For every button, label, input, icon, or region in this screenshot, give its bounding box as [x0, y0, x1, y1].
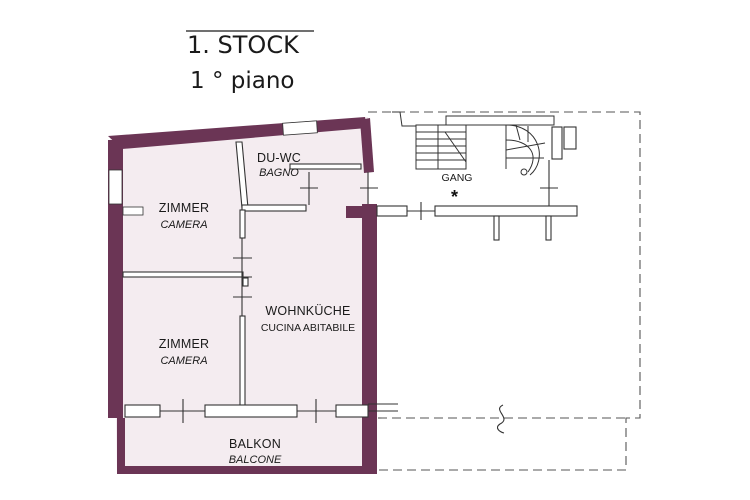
bathroom-label: DU-WC [256, 151, 302, 165]
balcony-label: BALKON [229, 437, 281, 451]
bedroom-divider-wall [122, 271, 244, 278]
page-subtitle: 1 ° piano [190, 68, 295, 94]
east-wall-top [360, 118, 374, 173]
hallway-marker: * [451, 187, 459, 207]
east-wall [362, 204, 377, 474]
bedroom-top-label-it: CAMERA [160, 219, 208, 231]
west-window [108, 169, 123, 205]
south-window-sill-2 [204, 404, 298, 418]
hallway-pier-2 [545, 215, 552, 241]
door-markers [160, 160, 558, 423]
north-window [282, 120, 318, 136]
stair-landing-wall [551, 126, 563, 160]
hallway-south-wall-2 [434, 205, 578, 217]
page-title: 1. STOCK [187, 31, 299, 59]
west-window-sill [122, 206, 144, 216]
bathroom-label-it: BAGNO [259, 167, 299, 179]
balcony-south-parapet [117, 466, 376, 474]
staircase [392, 111, 555, 176]
windows [108, 120, 318, 216]
balcony-label-it: BALCONE [228, 454, 282, 466]
hallway-pier-1 [493, 215, 500, 241]
west-wall [108, 140, 123, 418]
south-window-sill-1 [124, 404, 161, 418]
adjacent-area-outline [368, 111, 641, 471]
balcony-door-swing [496, 404, 505, 434]
hallway-wall-stub [346, 206, 366, 218]
bedroom-top-label: ZIMMER [158, 201, 210, 215]
bedroom-bottom-label: ZIMMER [158, 337, 210, 351]
bedroom-divider-upper [239, 209, 246, 239]
bedroom-divider-stub [242, 277, 249, 287]
kitchen-label: WOHNKÜCHE [265, 304, 351, 318]
hallway-label: GANG [441, 172, 473, 184]
stair-landing-wall-2 [563, 126, 577, 150]
south-window-sill-3 [335, 404, 369, 418]
bedroom-kitchen-wall [239, 315, 246, 409]
bedroom-bottom-label-it: CAMERA [160, 355, 208, 367]
balcony-west-parapet [117, 418, 125, 474]
bathroom-north-wall [289, 163, 362, 170]
bathroom-south-wall [241, 204, 307, 212]
kitchen-label-it: CUCINA ABITABILE [260, 322, 356, 334]
hallway-south-wall [376, 205, 408, 217]
